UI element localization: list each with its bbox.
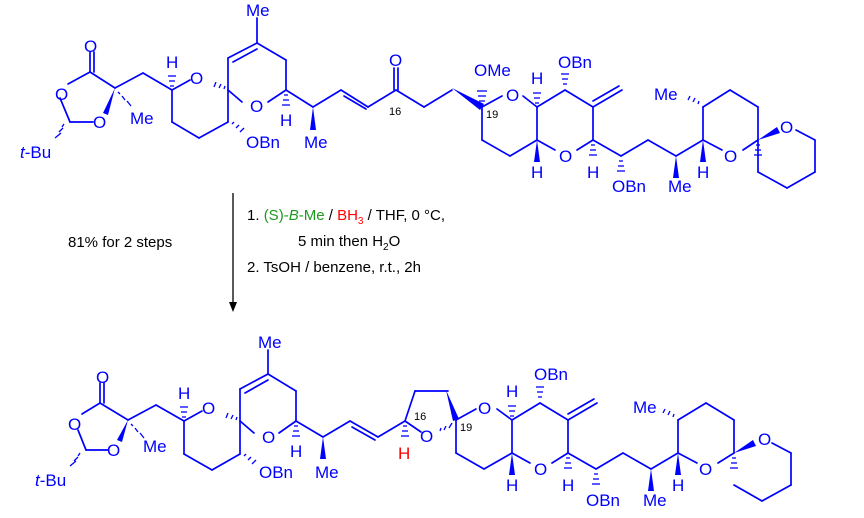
hydrogen-label: H xyxy=(506,476,518,495)
hydrogen-label: H xyxy=(290,442,302,461)
carbon-number-19: 19 xyxy=(460,422,472,434)
hydrogen-label: H xyxy=(280,111,292,130)
obn-label: OBn xyxy=(534,365,568,384)
ring-oxygen: O xyxy=(262,428,275,447)
ring-oxygen: O xyxy=(478,399,491,418)
product: O O O t-Bu Me H O O Me OBn H Me 16 H O 1… xyxy=(35,333,792,510)
thf-oxygen: O xyxy=(420,427,433,446)
carbonyl-oxygen: O xyxy=(96,368,109,387)
methyl-label: Me xyxy=(654,85,678,104)
carbon-number-16: 16 xyxy=(414,411,426,423)
methyl-label: Me xyxy=(258,333,282,352)
hydrogen-label: H xyxy=(697,163,709,182)
obn-label: OBn xyxy=(558,53,592,72)
hydrogen-label-c16: H xyxy=(398,444,410,463)
tbu-label: t-Bu xyxy=(20,143,51,162)
ring-oxygen: O xyxy=(202,399,215,418)
methyl-label: Me xyxy=(246,1,270,20)
carbon-number-16: 16 xyxy=(389,106,401,118)
hydrogen-label: H xyxy=(178,384,190,403)
ring-oxygen: O xyxy=(506,86,519,105)
yield-label: 81% for 2 steps xyxy=(68,234,172,251)
ring-oxygen: O xyxy=(107,441,120,460)
methyl-label: Me xyxy=(668,177,692,196)
ring-oxygen: O xyxy=(534,460,547,479)
starting-material: O O O t-Bu Me H O O Me OBn H Me O 16 OMe… xyxy=(20,1,816,196)
carbonyl-oxygen: O xyxy=(84,37,97,56)
hydrogen-label: H xyxy=(587,163,599,182)
ring-oxygen: O xyxy=(699,460,712,479)
conditions-step1-line2: 5 min then H2O xyxy=(298,233,400,253)
hydrogen-label: H xyxy=(672,476,684,495)
carbon-number-19: 19 xyxy=(486,109,498,121)
obn-label: OBn xyxy=(612,177,646,196)
ketone-oxygen: O xyxy=(389,51,402,70)
obn-label: OBn xyxy=(586,491,620,510)
hydrogen-label: H xyxy=(166,53,178,72)
hydrogen-label: H xyxy=(562,476,574,495)
ring-oxygen: O xyxy=(724,147,737,166)
ring-oxygen: O xyxy=(758,430,771,449)
ring-oxygen: O xyxy=(190,69,203,88)
hydrogen-label: H xyxy=(531,69,543,88)
obn-label: OBn xyxy=(259,463,293,482)
ring-oxygen: O xyxy=(250,97,263,116)
conditions-step2: 2. TsOH / benzene, r.t., 2h xyxy=(247,259,421,276)
methyl-label: Me xyxy=(130,109,154,128)
methyl-label: Me xyxy=(143,437,167,456)
methoxy-label: OMe xyxy=(474,61,511,80)
ring-oxygen: O xyxy=(55,85,68,104)
methyl-label: Me xyxy=(315,463,339,482)
ring-oxygen: O xyxy=(559,147,572,166)
ring-oxygen: O xyxy=(93,113,106,132)
hydrogen-label: H xyxy=(506,382,518,401)
obn-label: OBn xyxy=(246,133,280,152)
reaction-arrow xyxy=(229,193,237,312)
methyl-label: Me xyxy=(633,398,657,417)
ring-oxygen: O xyxy=(780,118,793,137)
conditions-step1: 1. (S)-B-Me / BH3 / THF, 0 °C, xyxy=(247,207,445,227)
ring-oxygen: O xyxy=(68,415,81,434)
methyl-label: Me xyxy=(643,491,667,510)
tbu-label: t-Bu xyxy=(35,471,66,490)
hydrogen-label: H xyxy=(531,163,543,182)
methyl-label: Me xyxy=(304,133,328,152)
